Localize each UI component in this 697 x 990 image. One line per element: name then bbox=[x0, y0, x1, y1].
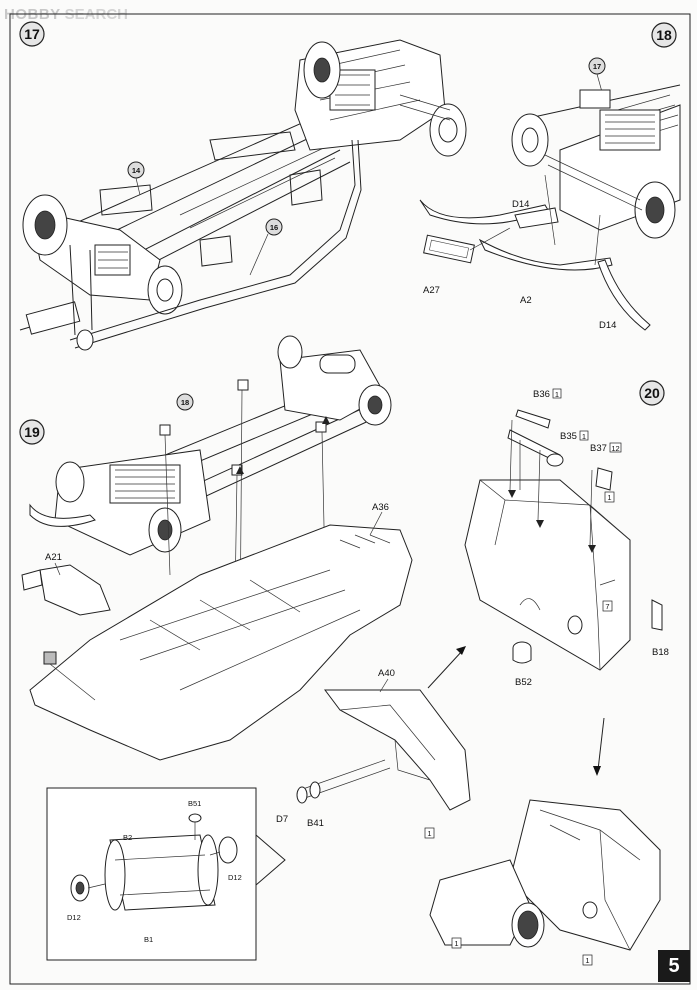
step-19-drawing: 19 18 A36 A21 bbox=[19, 335, 413, 761]
part-b18: B18 bbox=[652, 647, 669, 658]
part-d12-right: D12 bbox=[228, 873, 242, 882]
part-b36: B36 bbox=[533, 389, 550, 400]
part-b41: B41 bbox=[307, 818, 324, 829]
step-18-number: 18 bbox=[656, 27, 672, 43]
qty-a40: 1 bbox=[427, 829, 431, 838]
page-number: 5 bbox=[658, 950, 690, 982]
step-17-number: 17 bbox=[24, 26, 40, 42]
step-17-circle bbox=[19, 21, 45, 47]
qty-box-b36 bbox=[552, 388, 562, 399]
qty-tank: 1 bbox=[454, 939, 458, 948]
step-18-circle bbox=[651, 22, 677, 48]
part-b51: B51 bbox=[188, 799, 201, 808]
step-20-number: 20 bbox=[644, 385, 660, 401]
callout-18 bbox=[176, 393, 194, 411]
part-b52: B52 bbox=[515, 677, 532, 688]
callout-18-text: 18 bbox=[181, 398, 189, 407]
qty-final: 1 bbox=[585, 956, 589, 965]
qty-box-final bbox=[582, 954, 593, 966]
part-d14-lower: D14 bbox=[599, 320, 616, 331]
qty-box-panel bbox=[602, 600, 613, 612]
step-17-drawing: 17 14 bbox=[19, 21, 467, 351]
qty-box-a40 bbox=[424, 827, 435, 839]
part-b37: B37 bbox=[590, 443, 607, 454]
part-a36: A36 bbox=[372, 502, 389, 513]
callout-14-text: 14 bbox=[132, 166, 141, 175]
part-b35: B35 bbox=[560, 431, 577, 442]
callout-16 bbox=[265, 218, 283, 236]
page-border bbox=[9, 13, 691, 985]
qty-b36: 1 bbox=[555, 390, 559, 399]
callout-17-text: 17 bbox=[593, 62, 601, 71]
part-d12-left: D12 bbox=[67, 913, 81, 922]
step-18-drawing: 18 17 D14 A27 A2 D14 bbox=[419, 22, 681, 331]
part-a27: A27 bbox=[423, 285, 440, 296]
part-a21: A21 bbox=[45, 552, 62, 563]
paint-marker-icon bbox=[43, 651, 57, 665]
qty-box-b35 bbox=[579, 430, 589, 441]
part-a2: A2 bbox=[520, 295, 532, 306]
qty-side: 1 bbox=[607, 493, 611, 502]
qty-b37: 12 bbox=[611, 444, 619, 453]
qty-box-side bbox=[604, 491, 615, 503]
muffler-detail-box: B51 B2 D12 D12 B1 bbox=[46, 787, 286, 961]
qty-box-tank bbox=[451, 937, 462, 949]
qty-panel: 7 bbox=[605, 602, 609, 611]
part-d14-upper: D14 bbox=[512, 199, 529, 210]
part-d7: D7 bbox=[276, 814, 288, 825]
part-b2: B2 bbox=[123, 833, 132, 842]
step-20-drawing: 20 B36 1 B35 1 B37 12 1 7 B18 B52 bbox=[276, 380, 669, 966]
step-19-circle bbox=[19, 419, 45, 445]
step-20-circle bbox=[639, 380, 665, 406]
part-a40: A40 bbox=[378, 668, 395, 679]
step-19-number: 19 bbox=[24, 424, 40, 440]
qty-b35: 1 bbox=[582, 432, 586, 441]
callout-16-text: 16 bbox=[270, 223, 278, 232]
part-b1: B1 bbox=[144, 935, 153, 944]
qty-box-b37 bbox=[609, 442, 622, 453]
